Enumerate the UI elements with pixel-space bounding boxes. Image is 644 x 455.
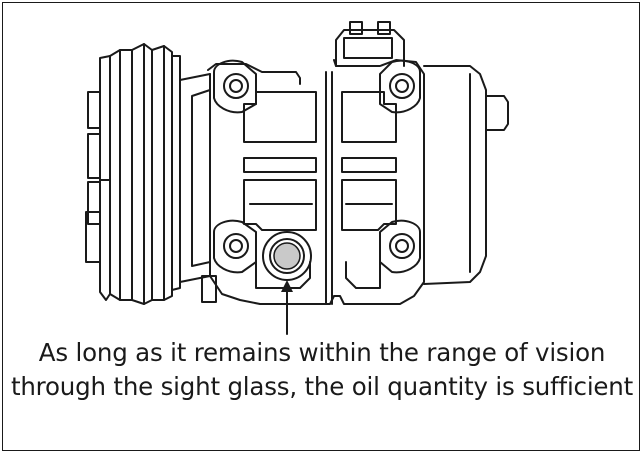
pulley <box>85 43 181 305</box>
pointer-arrow <box>281 280 293 335</box>
caption-line-2: through the sight glass, the oil quantit… <box>10 372 634 401</box>
figure-frame <box>2 2 640 451</box>
caption-line-1: As long as it remains within the range o… <box>38 338 606 367</box>
body-panels <box>243 91 397 289</box>
compressor-body <box>207 21 509 305</box>
sight-glass <box>262 231 312 281</box>
